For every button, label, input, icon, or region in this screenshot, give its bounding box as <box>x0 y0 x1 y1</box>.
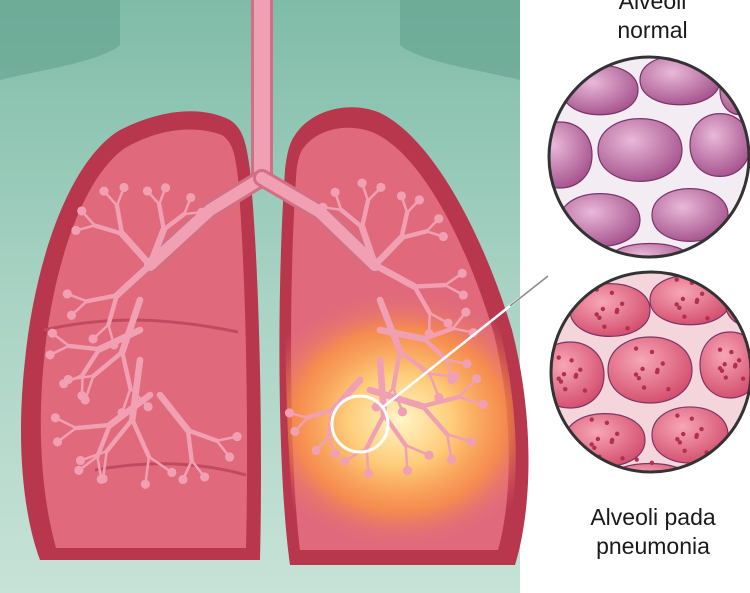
normal-alveoli-inset <box>528 55 750 276</box>
normal-label-line1: Alveoli <box>560 0 745 16</box>
normal-alveoli-label: Alveoli normal <box>560 0 745 45</box>
pneumonia-alveoli-label: Alveoli pada pneumonia <box>553 503 750 561</box>
pneumonia-label-line1: Alveoli pada <box>553 503 750 532</box>
pneumonia-alveoli-inset <box>536 272 750 500</box>
pneumonia-label-line2: pneumonia <box>553 532 750 561</box>
normal-label-line2: normal <box>560 16 745 45</box>
